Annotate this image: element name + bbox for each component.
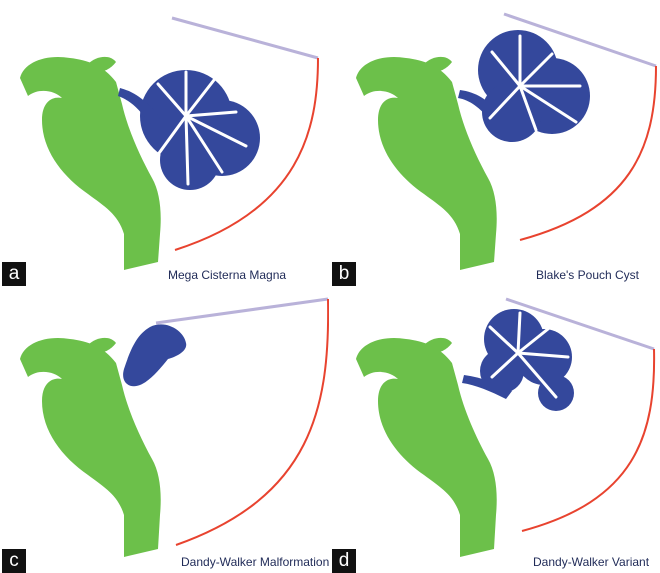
panel-label-a: a bbox=[2, 262, 26, 286]
brainstem-shape bbox=[20, 57, 161, 270]
panel-b: b Blake's Pouch Cyst bbox=[330, 0, 660, 286]
panel-caption-b: Blake's Pouch Cyst bbox=[536, 268, 639, 282]
panel-label-d: d bbox=[332, 549, 356, 573]
panel-label-b: b bbox=[332, 262, 356, 286]
panel-caption-d: Dandy-Walker Variant bbox=[533, 555, 649, 569]
tentorium-line bbox=[156, 299, 328, 323]
panel-a-illustration bbox=[0, 0, 330, 286]
panel-d: d Dandy-Walker Variant bbox=[330, 287, 660, 573]
brainstem-shape bbox=[356, 338, 497, 557]
panel-c-illustration bbox=[0, 287, 330, 573]
panel-b-illustration bbox=[330, 0, 660, 286]
panel-d-illustration bbox=[330, 287, 660, 573]
panel-divider bbox=[329, 0, 331, 573]
panel-caption-c: Dandy-Walker Malformation bbox=[181, 555, 329, 569]
tentorium-line bbox=[172, 18, 318, 58]
hypoplastic-vermis bbox=[123, 324, 186, 386]
occipital-bone-line bbox=[176, 299, 328, 545]
panel-label-c: c bbox=[2, 549, 26, 573]
panel-c: c Dandy-Walker Malformation bbox=[0, 287, 330, 573]
panel-a: a Mega Cisterna Magna bbox=[0, 0, 330, 286]
panel-caption-a: Mega Cisterna Magna bbox=[168, 268, 286, 282]
brainstem-shape bbox=[356, 57, 497, 270]
